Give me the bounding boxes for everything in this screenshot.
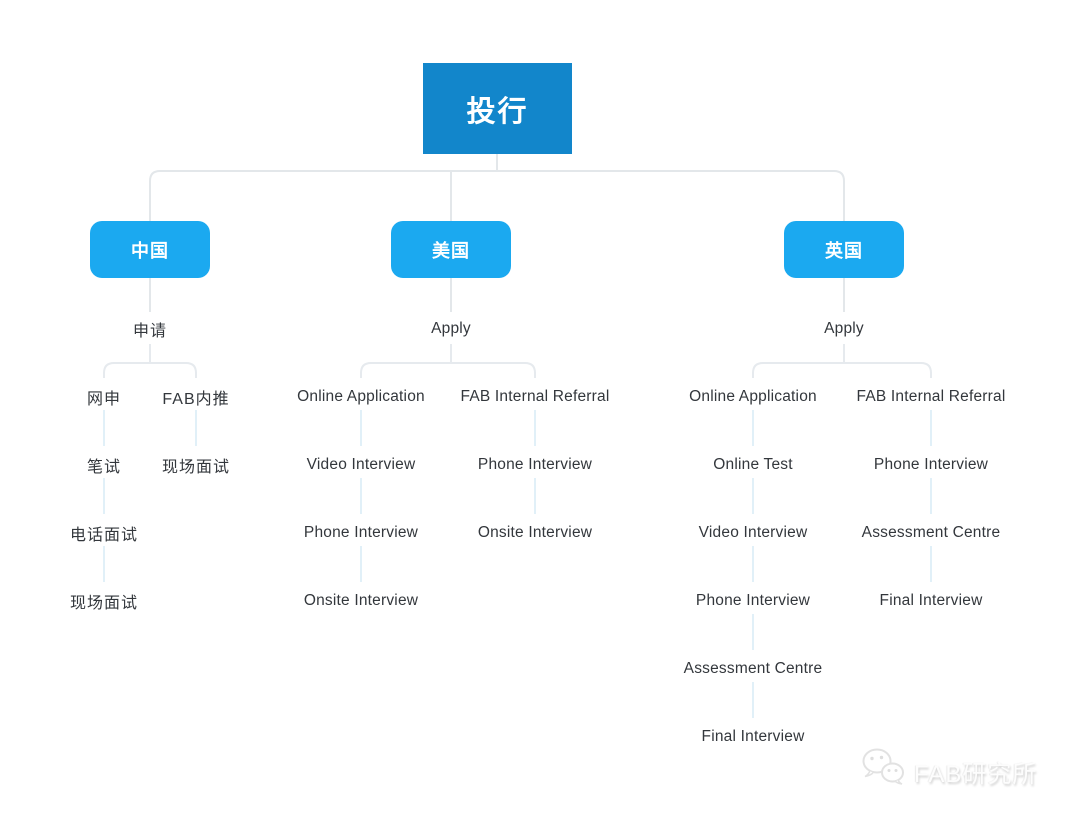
step-node-uk-online-application: Online Application — [689, 388, 817, 405]
step-node-uk-fab-referral: FAB Internal Referral — [856, 388, 1006, 405]
step-node-uk-referral-assessment-centre: Assessment Centre — [861, 524, 1001, 541]
step-node-uk-video-interview: Video Interview — [698, 524, 808, 541]
step-node-uk-phone-interview: Phone Interview — [695, 592, 811, 609]
watermark: FAB研究所 — [858, 744, 1037, 799]
step-node-usa-referral-phone-interview: Phone Interview — [477, 456, 593, 473]
step-node-china-phone-interview: 电话面试 — [69, 527, 139, 544]
branch-node-usa: 美国 — [391, 221, 511, 278]
step-node-usa-referral-onsite-interview: Onsite Interview — [477, 524, 593, 541]
step-node-uk-final-interview: Final Interview — [701, 728, 805, 745]
root-node-investment-banking: 投行 — [423, 63, 572, 154]
step-node-uk-assessment-centre: Assessment Centre — [683, 660, 823, 677]
step-node-china-fab-referral: FAB内推 — [162, 391, 230, 408]
step-node-uk-referral-phone-interview: Phone Interview — [873, 456, 989, 473]
branch-node-china-label: 中国 — [131, 240, 169, 261]
step-node-uk-referral-final-interview: Final Interview — [879, 592, 983, 609]
node-usa-apply: Apply — [431, 320, 471, 337]
step-node-china-onsite-interview: 现场面试 — [69, 595, 139, 612]
step-node-usa-video-interview: Video Interview — [306, 456, 416, 473]
step-node-usa-fab-referral: FAB Internal Referral — [460, 388, 610, 405]
node-uk-apply: Apply — [824, 320, 864, 337]
step-node-usa-phone-interview: Phone Interview — [303, 524, 419, 541]
step-node-usa-online-application: Online Application — [297, 388, 425, 405]
step-node-uk-online-test: Online Test — [713, 456, 793, 473]
branch-node-uk-label: 英国 — [825, 240, 863, 261]
step-node-china-written-test: 笔试 — [86, 459, 122, 476]
step-node-china-online-application: 网申 — [86, 391, 122, 408]
branch-node-uk: 英国 — [784, 221, 904, 278]
watermark-label: FAB研究所 — [914, 761, 1038, 788]
root-node-label: 投行 — [466, 95, 529, 128]
step-node-china-referral-onsite-interview: 现场面试 — [161, 459, 231, 476]
branch-node-usa-label: 美国 — [432, 240, 470, 261]
step-node-usa-onsite-interview: Onsite Interview — [303, 592, 419, 609]
branch-node-china: 中国 — [90, 221, 210, 278]
node-china-apply: 申请 — [132, 323, 168, 340]
wechat-icon — [858, 744, 908, 799]
